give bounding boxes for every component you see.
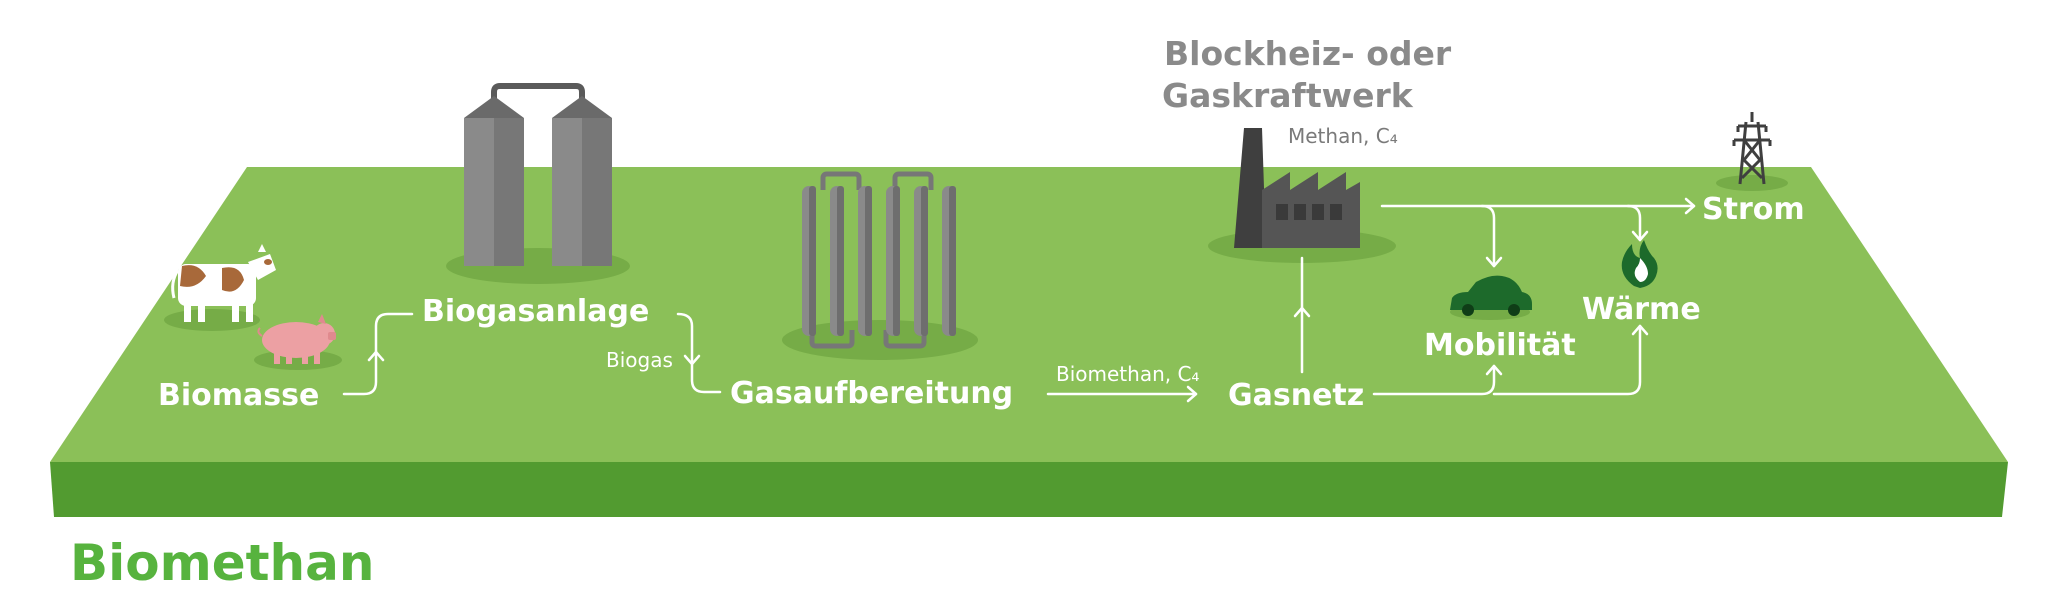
car-icon bbox=[1450, 275, 1532, 316]
power-pylon-icon bbox=[1732, 112, 1772, 185]
label-plant-line2: Gaskraftwerk bbox=[1162, 76, 1413, 115]
platform-front bbox=[50, 462, 2008, 517]
label-biomethan-c4: Biomethan, C₄ bbox=[1056, 362, 1200, 386]
label-strom: Strom bbox=[1702, 192, 1805, 227]
cow-icon bbox=[171, 244, 276, 322]
label-gasaufbereitung: Gasaufbereitung bbox=[730, 376, 1014, 411]
label-biomasse: Biomasse bbox=[158, 378, 320, 413]
label-mobilitaet: Mobilität bbox=[1424, 328, 1576, 363]
platform-top bbox=[50, 167, 2008, 462]
label-gasnetz: Gasnetz bbox=[1228, 378, 1365, 413]
gas-processing-icon bbox=[802, 171, 956, 349]
pig-icon bbox=[257, 314, 336, 364]
flow-arrows bbox=[342, 197, 1696, 403]
label-waerme: Wärme bbox=[1582, 292, 1701, 327]
label-biogasanlage: Biogasanlage bbox=[422, 294, 650, 329]
factory-icon bbox=[1234, 128, 1360, 248]
silo-icon bbox=[464, 83, 612, 266]
flame-icon bbox=[1621, 240, 1658, 288]
diagram-title: Biomethan bbox=[70, 534, 375, 592]
label-methan-c4: Methan, C₄ bbox=[1288, 124, 1398, 148]
label-plant-line1: Blockheiz- oder bbox=[1164, 34, 1452, 73]
label-biogas: Biogas bbox=[606, 348, 673, 372]
